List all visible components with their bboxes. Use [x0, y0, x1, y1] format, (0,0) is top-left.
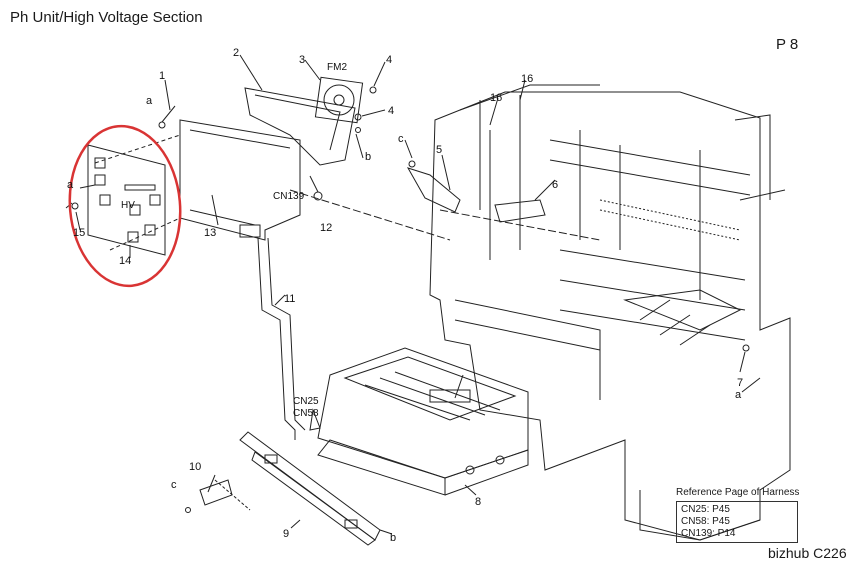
harness-reference-box: Reference Page of Harness CN25: P45 CN58… — [676, 487, 800, 543]
part-6-bracket — [494, 199, 546, 223]
callout-13: 13 — [204, 227, 216, 239]
callout-9: 9 — [283, 528, 289, 540]
ph-unit — [317, 347, 529, 496]
callout-16a: 16 — [490, 92, 502, 104]
callout-2: 2 — [233, 47, 239, 59]
part-2-bracket — [244, 87, 356, 166]
label-fm2: FM2 — [327, 62, 347, 73]
part-5-bracket — [406, 167, 461, 213]
letter-a-1: a — [146, 95, 153, 107]
letter-c-1: c — [398, 133, 404, 145]
harness-reference-list: CN25: P45 CN58: P45 CN139: P14 — [676, 501, 798, 543]
screw-4a — [369, 86, 377, 94]
callout-5: 5 — [436, 144, 442, 156]
harness-reference-entry: CN58: P45 — [681, 516, 730, 527]
callout-4a: 4 — [386, 54, 392, 66]
hv-highlight-circle — [68, 124, 182, 288]
callout-15: 15 — [73, 227, 85, 239]
hv-board — [65, 144, 166, 256]
fan-fm2 — [314, 76, 364, 124]
harness-reference-title: Reference Page of Harness — [676, 487, 800, 498]
callout-10: 10 — [189, 461, 201, 473]
cable-11 — [257, 237, 296, 440]
callout-16b: 16 — [521, 73, 533, 85]
callout-12: 12 — [320, 222, 332, 234]
label-hv: HV — [121, 200, 135, 211]
letter-c-2: c — [171, 479, 177, 491]
main-frame — [289, 84, 791, 541]
model-name: bizhub C226 — [768, 545, 847, 561]
callout-6: 6 — [552, 179, 558, 191]
page-number: P 8 — [776, 36, 799, 53]
letter-b-2: b — [390, 532, 396, 544]
label-cn139: CN139 — [273, 191, 305, 202]
label-cn25: CN25 — [293, 396, 319, 407]
callout-14: 14 — [119, 255, 131, 267]
screw-4b — [354, 113, 362, 121]
letter-a-2: a — [67, 179, 74, 191]
callout-11: 11 — [284, 293, 295, 305]
callout-7: 7 — [737, 377, 743, 389]
callout-3: 3 — [299, 54, 305, 66]
callout-8: 8 — [475, 496, 481, 508]
harness-reference-entry: CN25: P45 — [681, 504, 730, 515]
page-title: Ph Unit/High Voltage Section — [10, 9, 203, 26]
label-cn58: CN58 — [293, 408, 319, 419]
part-10-bracket — [199, 479, 233, 506]
letter-a-3: a — [735, 389, 742, 401]
harness-reference-entry: CN139: P14 — [681, 528, 736, 539]
callout-1: 1 — [159, 70, 165, 82]
part-9-cover — [239, 431, 381, 546]
callout-4b: 4 — [388, 105, 394, 117]
letter-b-1: b — [365, 151, 371, 163]
